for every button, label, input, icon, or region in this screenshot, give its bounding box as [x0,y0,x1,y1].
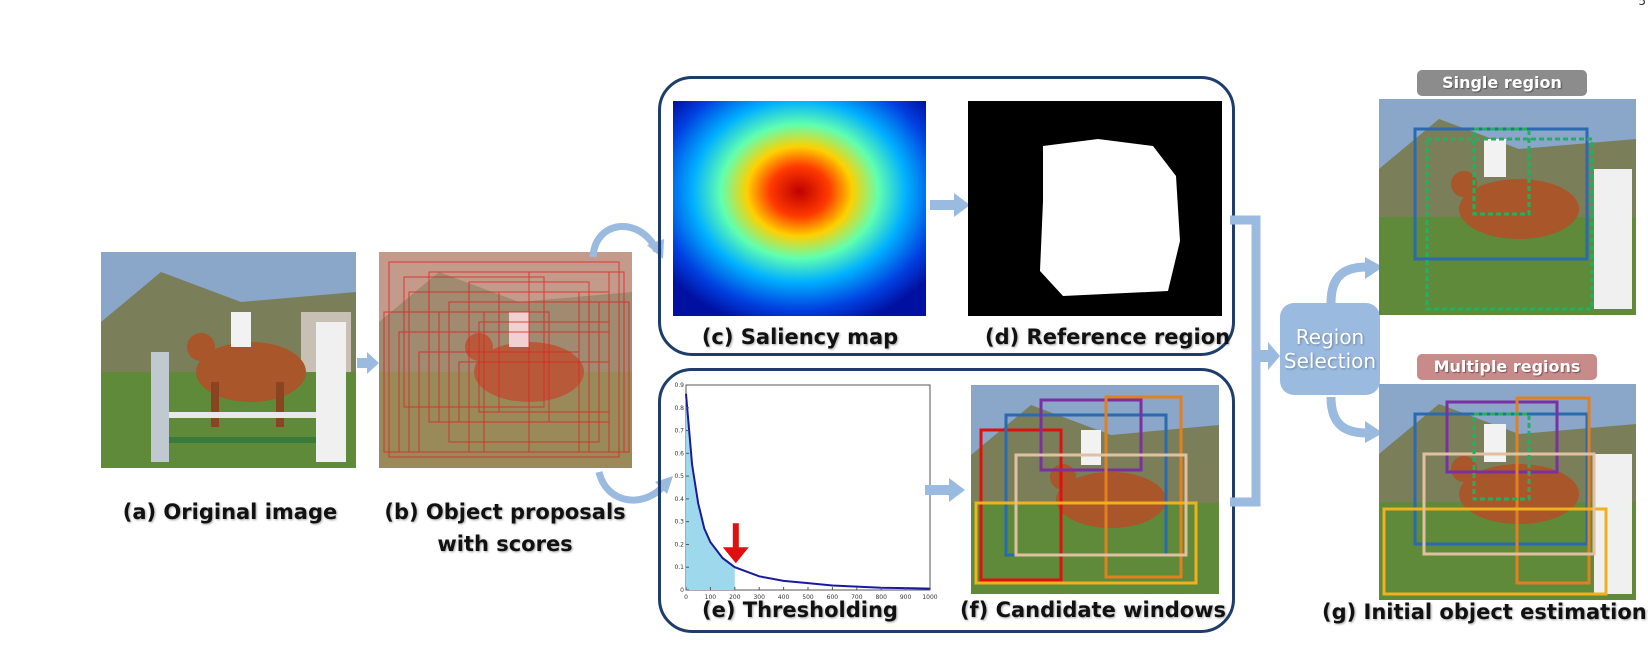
caption-thresholding: (e) Thresholding [702,598,898,622]
caption-saliency-map: (c) Saliency map [701,325,899,349]
single-region-image [1379,99,1636,315]
x-tick-label: 500 [802,594,814,601]
x-tick-label: 100 [705,594,717,601]
y-tick-label: 0.3 [674,519,684,526]
caption-initial-object-estimations: (g) Initial object estimations [1322,600,1648,624]
arrow-to-single-region [1326,257,1383,304]
y-tick-label: 0 [680,587,684,594]
score-point [758,575,760,578]
x-tick-label: 1000 [922,594,937,601]
y-tick-label: 0.5 [674,473,684,480]
caption-original-image: (a) Original image [122,500,338,524]
plot-area [685,384,931,591]
threshold-fill-area [686,394,735,590]
caption-reference-region: (d) Reference region [985,325,1231,349]
threshold-arrow-head [722,547,749,564]
single-region-label: Single region [1417,70,1587,96]
score-point [709,541,712,543]
score-point [721,557,724,559]
score-point [691,463,693,466]
y-tick-label: 0.7 [674,428,684,435]
x-tick-label: 800 [875,594,887,601]
x-tick-label: 300 [753,594,765,601]
original-image [101,252,356,468]
y-tick-label: 0.1 [674,564,684,571]
score-point [807,582,809,584]
x-tick-label: 900 [900,594,912,601]
y-tick-label: 0.9 [674,382,684,389]
x-tick-label: 600 [827,594,839,601]
arrow-c-to-d [930,193,970,217]
x-tick-label: 0 [684,594,688,601]
score-point [697,502,699,505]
candidate-windows-image [971,385,1219,594]
x-tick-label: 200 [729,594,741,601]
page-marker: 5 [1638,0,1646,8]
reference-region-image [968,101,1222,316]
y-tick-label: 0.8 [674,405,684,412]
multiple-regions-label: Multiple regions [1417,354,1597,380]
arrow-to-multiple-regions [1326,396,1383,443]
region-selection-line1: Region [1295,325,1365,349]
y-tick-label: 0.6 [674,450,684,457]
score-point [685,393,687,395]
caption-object-proposals-line2: with scores [437,532,573,556]
arrow-a-to-b [357,352,379,374]
region-selection-box: Region Selection [1280,303,1380,395]
caption-candidate-windows: (f) Candidate windows [959,598,1227,622]
score-point [831,584,834,587]
score-point [782,580,785,582]
object-proposals-image [379,252,632,468]
region-selection-line2: Selection [1283,349,1377,373]
score-point [734,566,736,569]
curved-arrow-to-saliency [589,223,664,259]
arrow-e-to-f [925,478,965,502]
saliency-map-image [673,101,926,316]
x-tick-label: 400 [778,594,790,601]
multiple-regions-image [1379,384,1636,600]
y-tick-label: 0.2 [674,541,684,548]
threshold-arrow-shaft [732,523,739,552]
caption-object-proposals-line1: (b) Object proposals [384,500,626,524]
score-point [856,585,858,588]
score-point [703,527,706,530]
y-tick-label: 0.4 [674,496,684,503]
bracket-connector [1230,215,1280,507]
thresholding-chart: 0 100 200 300 400 500 600 700 800 900 1000 0 0.1 0.2 0… [674,382,937,601]
x-tick-label: 700 [851,594,863,601]
